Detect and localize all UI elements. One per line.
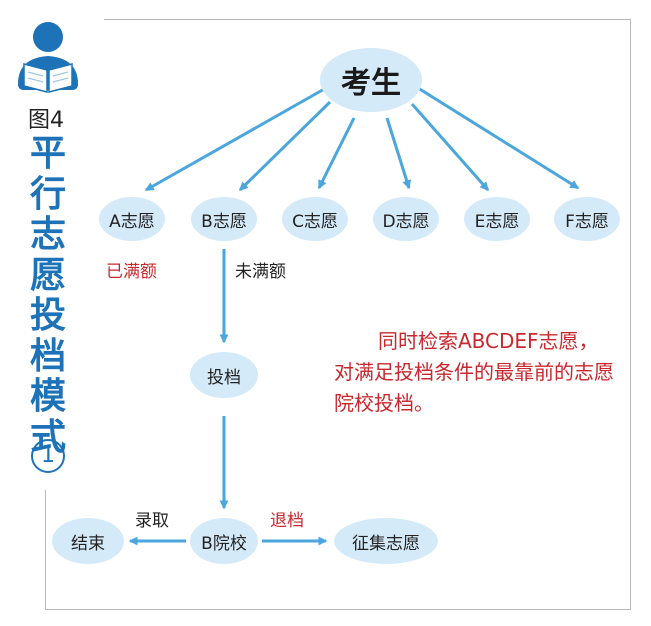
arrow-root-to-e [410, 103, 490, 192]
person-reading-icon [18, 22, 78, 93]
title-char: 愿 [29, 254, 66, 296]
title-char: 投 [29, 295, 66, 336]
node-choice-b: B志愿 [191, 197, 257, 241]
node-choice-a: A志愿 [99, 197, 165, 241]
node-toudang: 投档 [190, 352, 258, 398]
label-admit: 录取 [135, 511, 169, 531]
note-text: 同时检索ABCDEF志愿，对满足投档条件的最靠前的志愿院校投档。 [334, 329, 614, 415]
label-return: 退档 [270, 511, 304, 531]
title-char: 行 [29, 173, 66, 215]
arrow-root-to-c [317, 117, 356, 190]
node-choice-c: C志愿 [282, 197, 348, 241]
frame-bottom-border [45, 609, 631, 610]
title-char: 模 [29, 376, 66, 417]
arrow-root-to-f [417, 86, 580, 190]
frame-left-border [45, 490, 46, 610]
arrow-root-to-a [144, 86, 327, 192]
figure-label: 图4 [28, 108, 64, 133]
title-char: 志 [29, 214, 66, 255]
vertical-title: 平 行 志 愿 投 档 模 式 [18, 133, 78, 458]
arrow-root-to-b [238, 100, 332, 192]
title-char: 平 [29, 133, 66, 174]
frame-top-border [104, 19, 631, 20]
node-choice-e: E志愿 [464, 197, 530, 241]
arrow-root-to-d [385, 117, 411, 190]
node-candidate: 考生 [320, 48, 422, 112]
label-full: 已满额 [106, 262, 157, 282]
label-not-full: 未满额 [235, 262, 286, 282]
node-b-college: B院校 [190, 518, 258, 564]
node-choice-f: F志愿 [554, 197, 620, 241]
node-zhengji: 征集志愿 [334, 518, 438, 564]
circled-number: 1 [31, 439, 65, 473]
node-end: 结束 [52, 518, 124, 564]
title-char: 档 [29, 335, 66, 377]
frame-right-border [630, 19, 631, 610]
node-choice-d: D志愿 [373, 197, 439, 241]
